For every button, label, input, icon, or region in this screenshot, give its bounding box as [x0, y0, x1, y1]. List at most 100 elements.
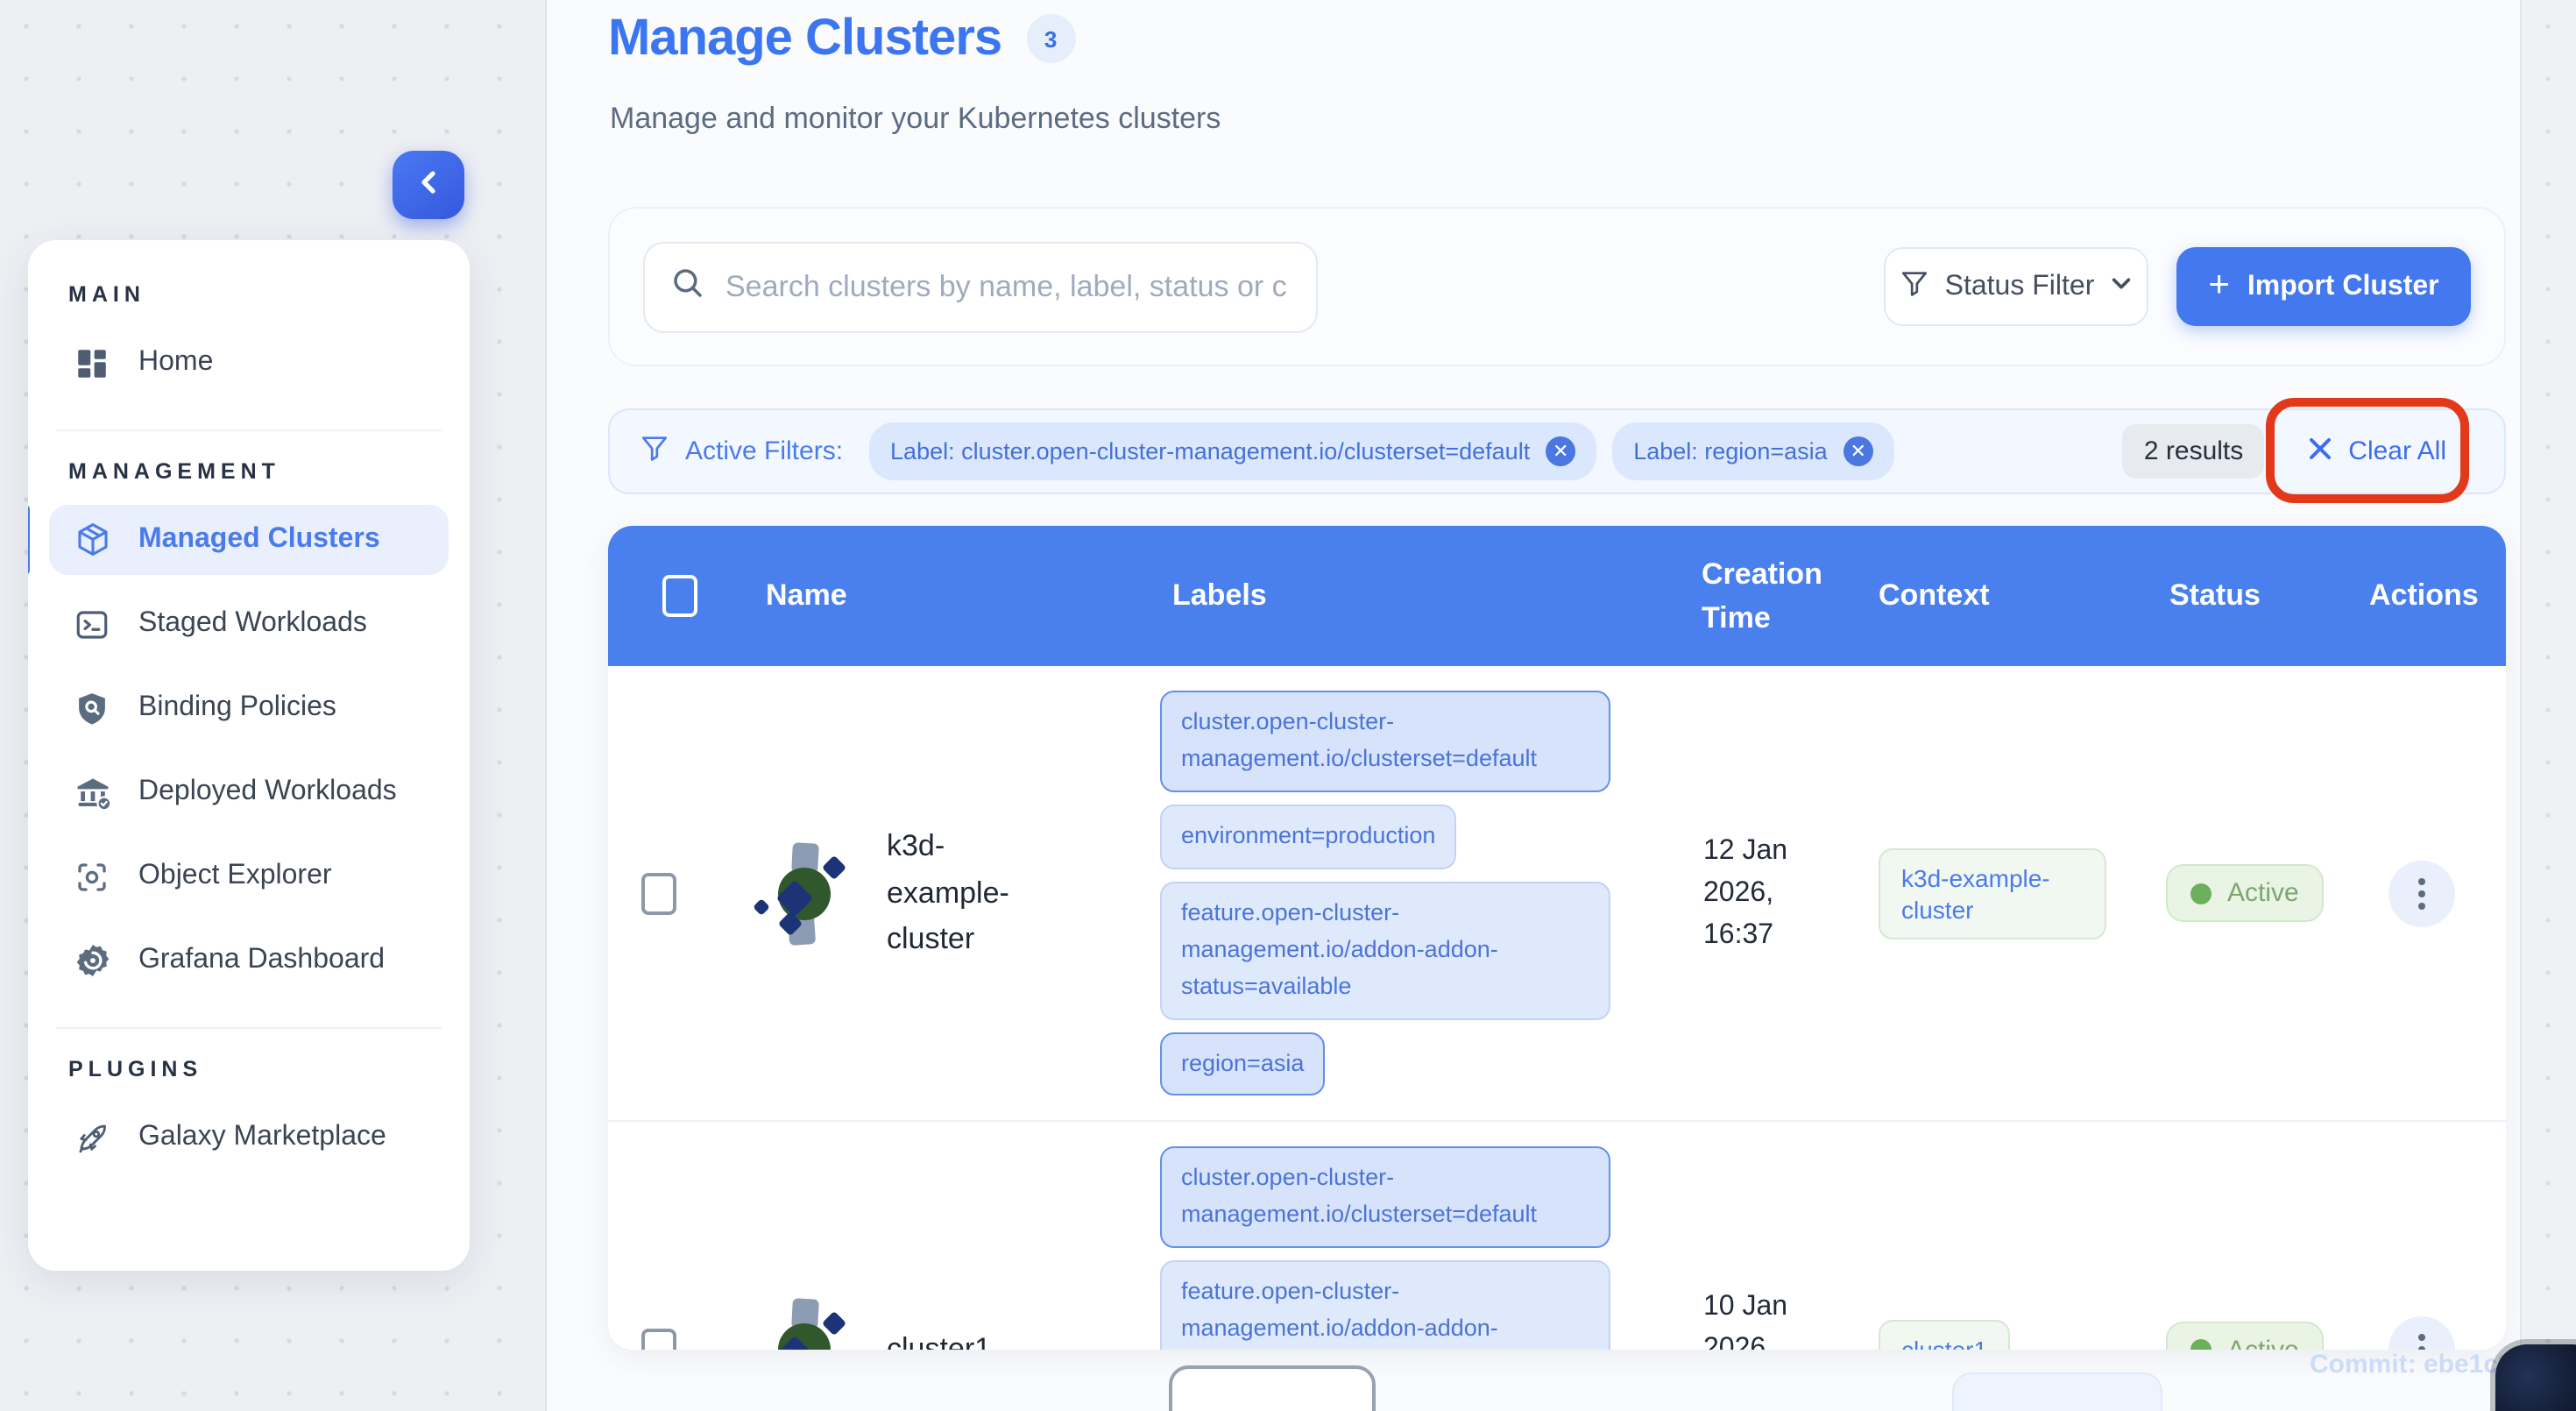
row-checkbox[interactable]: [641, 1329, 676, 1350]
row-select-cell: [608, 666, 710, 1121]
sidebar-item-binding-policies[interactable]: Binding Policies: [49, 673, 449, 743]
sidebar-item-home[interactable]: Home: [49, 328, 449, 398]
active-filters-label-group: Active Filters:: [640, 433, 843, 470]
status-cell: Active: [2106, 1123, 2338, 1350]
cluster-node-icon: [759, 842, 857, 944]
search-icon: [669, 264, 706, 309]
sidebar-item-grafana-dashboard[interactable]: Grafana Dashboard: [49, 925, 449, 996]
remove-filter-icon[interactable]: ✕: [1546, 436, 1575, 466]
search-box[interactable]: [643, 241, 1318, 332]
status-dot-icon: [2190, 883, 2212, 904]
cluster-count-badge: 3: [1026, 14, 1075, 63]
corner-widget-button[interactable]: [2495, 1344, 2576, 1411]
clusters-table: Name Labels Creation Time Context Status…: [608, 526, 2506, 1350]
sidebar-item-label: Grafana Dashboard: [138, 945, 385, 976]
import-cluster-button[interactable]: + Import Cluster: [2176, 247, 2471, 326]
sidebar-divider: [56, 1027, 442, 1029]
active-indicator-bar: [28, 505, 30, 575]
label-chip: region=asia: [1160, 1032, 1325, 1096]
table-body: k3d-example-cluster cluster.open-cluster…: [608, 666, 2506, 1350]
sidebar-item-label: Object Explorer: [138, 861, 332, 892]
column-header-labels: Labels: [1116, 574, 1645, 619]
actions-cell: [2338, 1123, 2506, 1350]
sidebar-item-deployed-workloads[interactable]: Deployed Workloads: [49, 757, 449, 827]
row-select-cell: [608, 1123, 710, 1350]
sidebar-collapse-button[interactable]: [393, 151, 464, 219]
select-all-cell: [608, 575, 710, 617]
active-filters-bar: Active Filters: Label: cluster.open-clus…: [608, 408, 2506, 494]
scan-focus-icon: [74, 857, 112, 896]
sidebar-section-management: MANAGEMENT: [49, 459, 449, 484]
sidebar-item-label: Managed Clusters: [138, 524, 380, 556]
sidebar: MAIN Home MANAGEMENT Managed Clusters: [28, 240, 470, 1271]
cube-icon: [74, 521, 112, 559]
context-chip: cluster1: [1879, 1320, 2010, 1350]
status-filter-label: Status Filter: [1945, 271, 2095, 302]
terminal-icon: [74, 605, 112, 643]
cluster-name: k3d-example-cluster: [887, 824, 1027, 962]
cluster-name: cluster1: [887, 1327, 1027, 1350]
pagination-button-partial[interactable]: [1169, 1365, 1376, 1411]
filter-chip-text: Label: cluster.open-cluster-management.i…: [890, 438, 1530, 464]
cluster-name-cell: k3d-example-cluster: [710, 666, 1116, 1121]
funnel-icon: [640, 433, 669, 470]
active-filters-label: Active Filters:: [685, 436, 843, 466]
cluster-node-icon: [759, 1299, 857, 1350]
import-cluster-label: Import Cluster: [2247, 271, 2439, 302]
creation-time-cell: 10 Jan 2026, 16:05: [1645, 1123, 1822, 1350]
filter-chip: Label: cluster.open-cluster-management.i…: [869, 422, 1596, 480]
status-text: Active: [2227, 1335, 2299, 1350]
sidebar-section-main: MAIN: [49, 282, 449, 307]
table-header-row: Name Labels Creation Time Context Status…: [608, 526, 2506, 666]
right-edge-strip: [2520, 0, 2576, 1411]
cluster-name-cell: cluster1: [710, 1123, 1116, 1350]
clear-all-button[interactable]: Clear All: [2308, 436, 2446, 467]
grafana-icon: [74, 941, 112, 980]
status-badge: Active: [2166, 1321, 2324, 1350]
clear-all-label: Clear All: [2348, 436, 2446, 466]
sidebar-item-label: Staged Workloads: [138, 608, 367, 640]
labels-cell: cluster.open-cluster-management.io/clust…: [1116, 1123, 1645, 1350]
shield-search-icon: [74, 689, 112, 727]
status-text: Active: [2227, 878, 2299, 908]
search-input[interactable]: [725, 269, 1286, 304]
column-header-name: Name: [710, 574, 1116, 619]
sidebar-item-staged-workloads[interactable]: Staged Workloads: [49, 589, 449, 659]
remove-filter-icon[interactable]: ✕: [1844, 436, 1873, 466]
creation-time: 10 Jan 2026, 16:05: [1703, 1287, 1812, 1350]
label-chip: environment=production: [1160, 805, 1456, 869]
page-subtitle: Manage and monitor your Kubernetes clust…: [610, 102, 1221, 137]
sidebar-item-galaxy-marketplace[interactable]: Galaxy Marketplace: [49, 1103, 449, 1173]
label-chip: feature.open-cluster-management.io/addon…: [1160, 1261, 1610, 1350]
context-cell: k3d-example-cluster: [1822, 666, 2106, 1121]
chevron-left-icon: [416, 170, 441, 200]
pagination-info-partial: [1952, 1372, 2162, 1411]
status-filter-dropdown[interactable]: Status Filter: [1884, 247, 2148, 326]
table-row[interactable]: k3d-example-cluster cluster.open-cluster…: [608, 666, 2506, 1121]
label-chip: cluster.open-cluster-management.io/clust…: [1160, 691, 1610, 792]
table-row[interactable]: cluster1 cluster.open-cluster-management…: [608, 1121, 2506, 1350]
actions-cell: [2338, 666, 2506, 1121]
home-grid-icon: [74, 344, 112, 382]
filter-chip-text: Label: region=asia: [1633, 438, 1827, 464]
label-chip: feature.open-cluster-management.io/addon…: [1160, 882, 1610, 1020]
row-actions-menu-button[interactable]: [2388, 860, 2455, 926]
context-chip: k3d-example-cluster: [1879, 847, 2106, 939]
x-icon: [2308, 436, 2332, 467]
sidebar-item-object-explorer[interactable]: Object Explorer: [49, 841, 449, 911]
status-badge: Active: [2166, 864, 2324, 922]
sidebar-divider: [56, 429, 442, 431]
toolbar: Status Filter + Import Cluster: [608, 207, 2506, 366]
select-all-checkbox[interactable]: [662, 575, 697, 617]
labels-cell: cluster.open-cluster-management.io/clust…: [1116, 666, 1645, 1121]
status-dot-icon: [2190, 1339, 2212, 1350]
sidebar-zone: MAIN Home MANAGEMENT Managed Clusters: [0, 0, 547, 1411]
row-actions-menu-button[interactable]: [2388, 1316, 2455, 1350]
chevron-down-icon: [2110, 271, 2133, 302]
sidebar-item-managed-clusters[interactable]: Managed Clusters: [49, 505, 449, 575]
sidebar-item-label: Binding Policies: [138, 692, 336, 724]
funnel-icon: [1900, 267, 1929, 306]
row-checkbox[interactable]: [641, 872, 676, 914]
plus-icon: +: [2208, 266, 2230, 303]
